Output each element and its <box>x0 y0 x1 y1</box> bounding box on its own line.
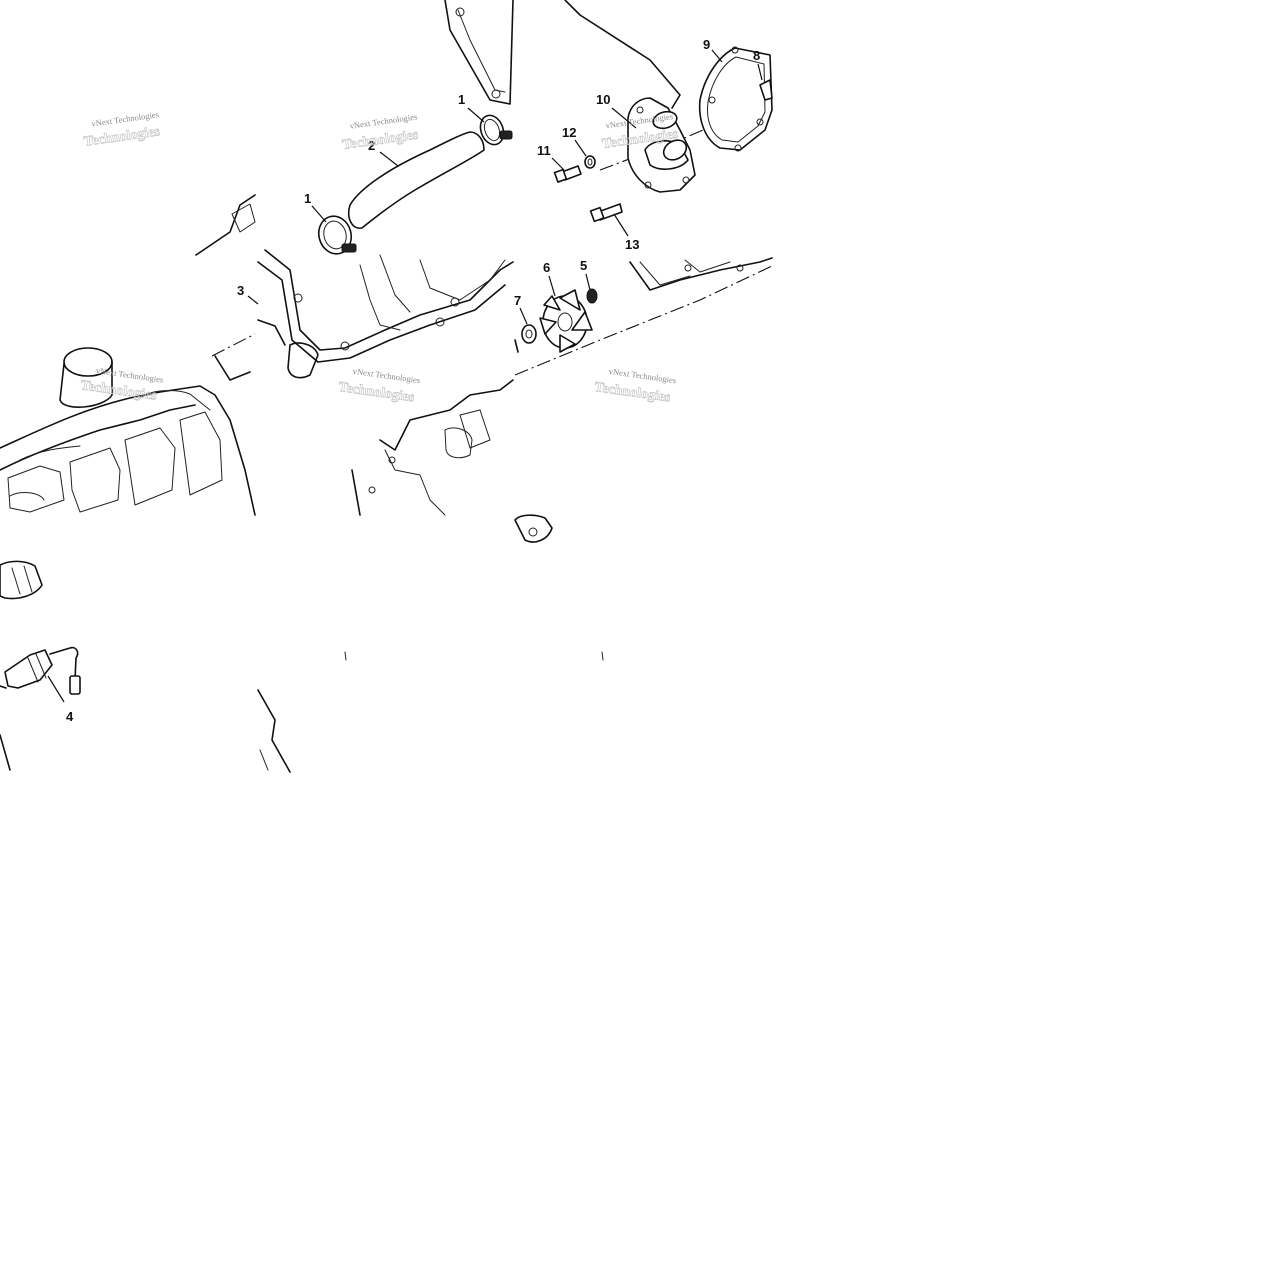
callout-8: 8 <box>753 48 760 63</box>
callout-3: 3 <box>237 283 244 298</box>
callout-11: 11 <box>537 143 551 158</box>
pump-gasket <box>698 47 773 151</box>
bolt-8 <box>759 79 773 101</box>
seal-5 <box>586 288 598 304</box>
leader-lines <box>47 49 763 703</box>
callout-5: 5 <box>580 258 587 273</box>
hose-clamp-upper <box>479 114 505 146</box>
svg-text:Technologies: Technologies <box>337 380 415 406</box>
engine-head-drawing <box>0 194 256 516</box>
callout-1a: 1 <box>458 92 465 107</box>
coolant-hose <box>347 131 485 229</box>
sensor-drawing <box>0 560 81 771</box>
callout-9: 9 <box>703 37 710 52</box>
callout-10: 10 <box>596 92 610 107</box>
impeller <box>539 289 593 353</box>
callout-1b: 1 <box>304 191 311 206</box>
callout-7: 7 <box>514 293 521 308</box>
washer-12 <box>584 155 596 169</box>
water-pump-drawing <box>514 0 773 376</box>
callout-2: 2 <box>368 138 375 153</box>
washer-7 <box>521 324 537 344</box>
watermarks: Technologies vNext Technologies Technolo… <box>79 109 680 406</box>
callout-6: 6 <box>543 260 550 275</box>
svg-text:Technologies: Technologies <box>341 127 419 153</box>
callout-labels: 1 1 2 3 4 5 6 7 8 9 10 11 12 13 <box>66 37 760 724</box>
callout-12: 12 <box>562 125 576 140</box>
temp-sensor <box>4 649 53 689</box>
callout-13: 13 <box>625 237 639 252</box>
svg-text:Technologies: Technologies <box>593 380 671 406</box>
lower-fragments <box>257 514 604 773</box>
engine-cover-drawing <box>257 0 514 516</box>
callout-4: 4 <box>66 709 74 724</box>
sensor-fitting <box>0 560 43 600</box>
